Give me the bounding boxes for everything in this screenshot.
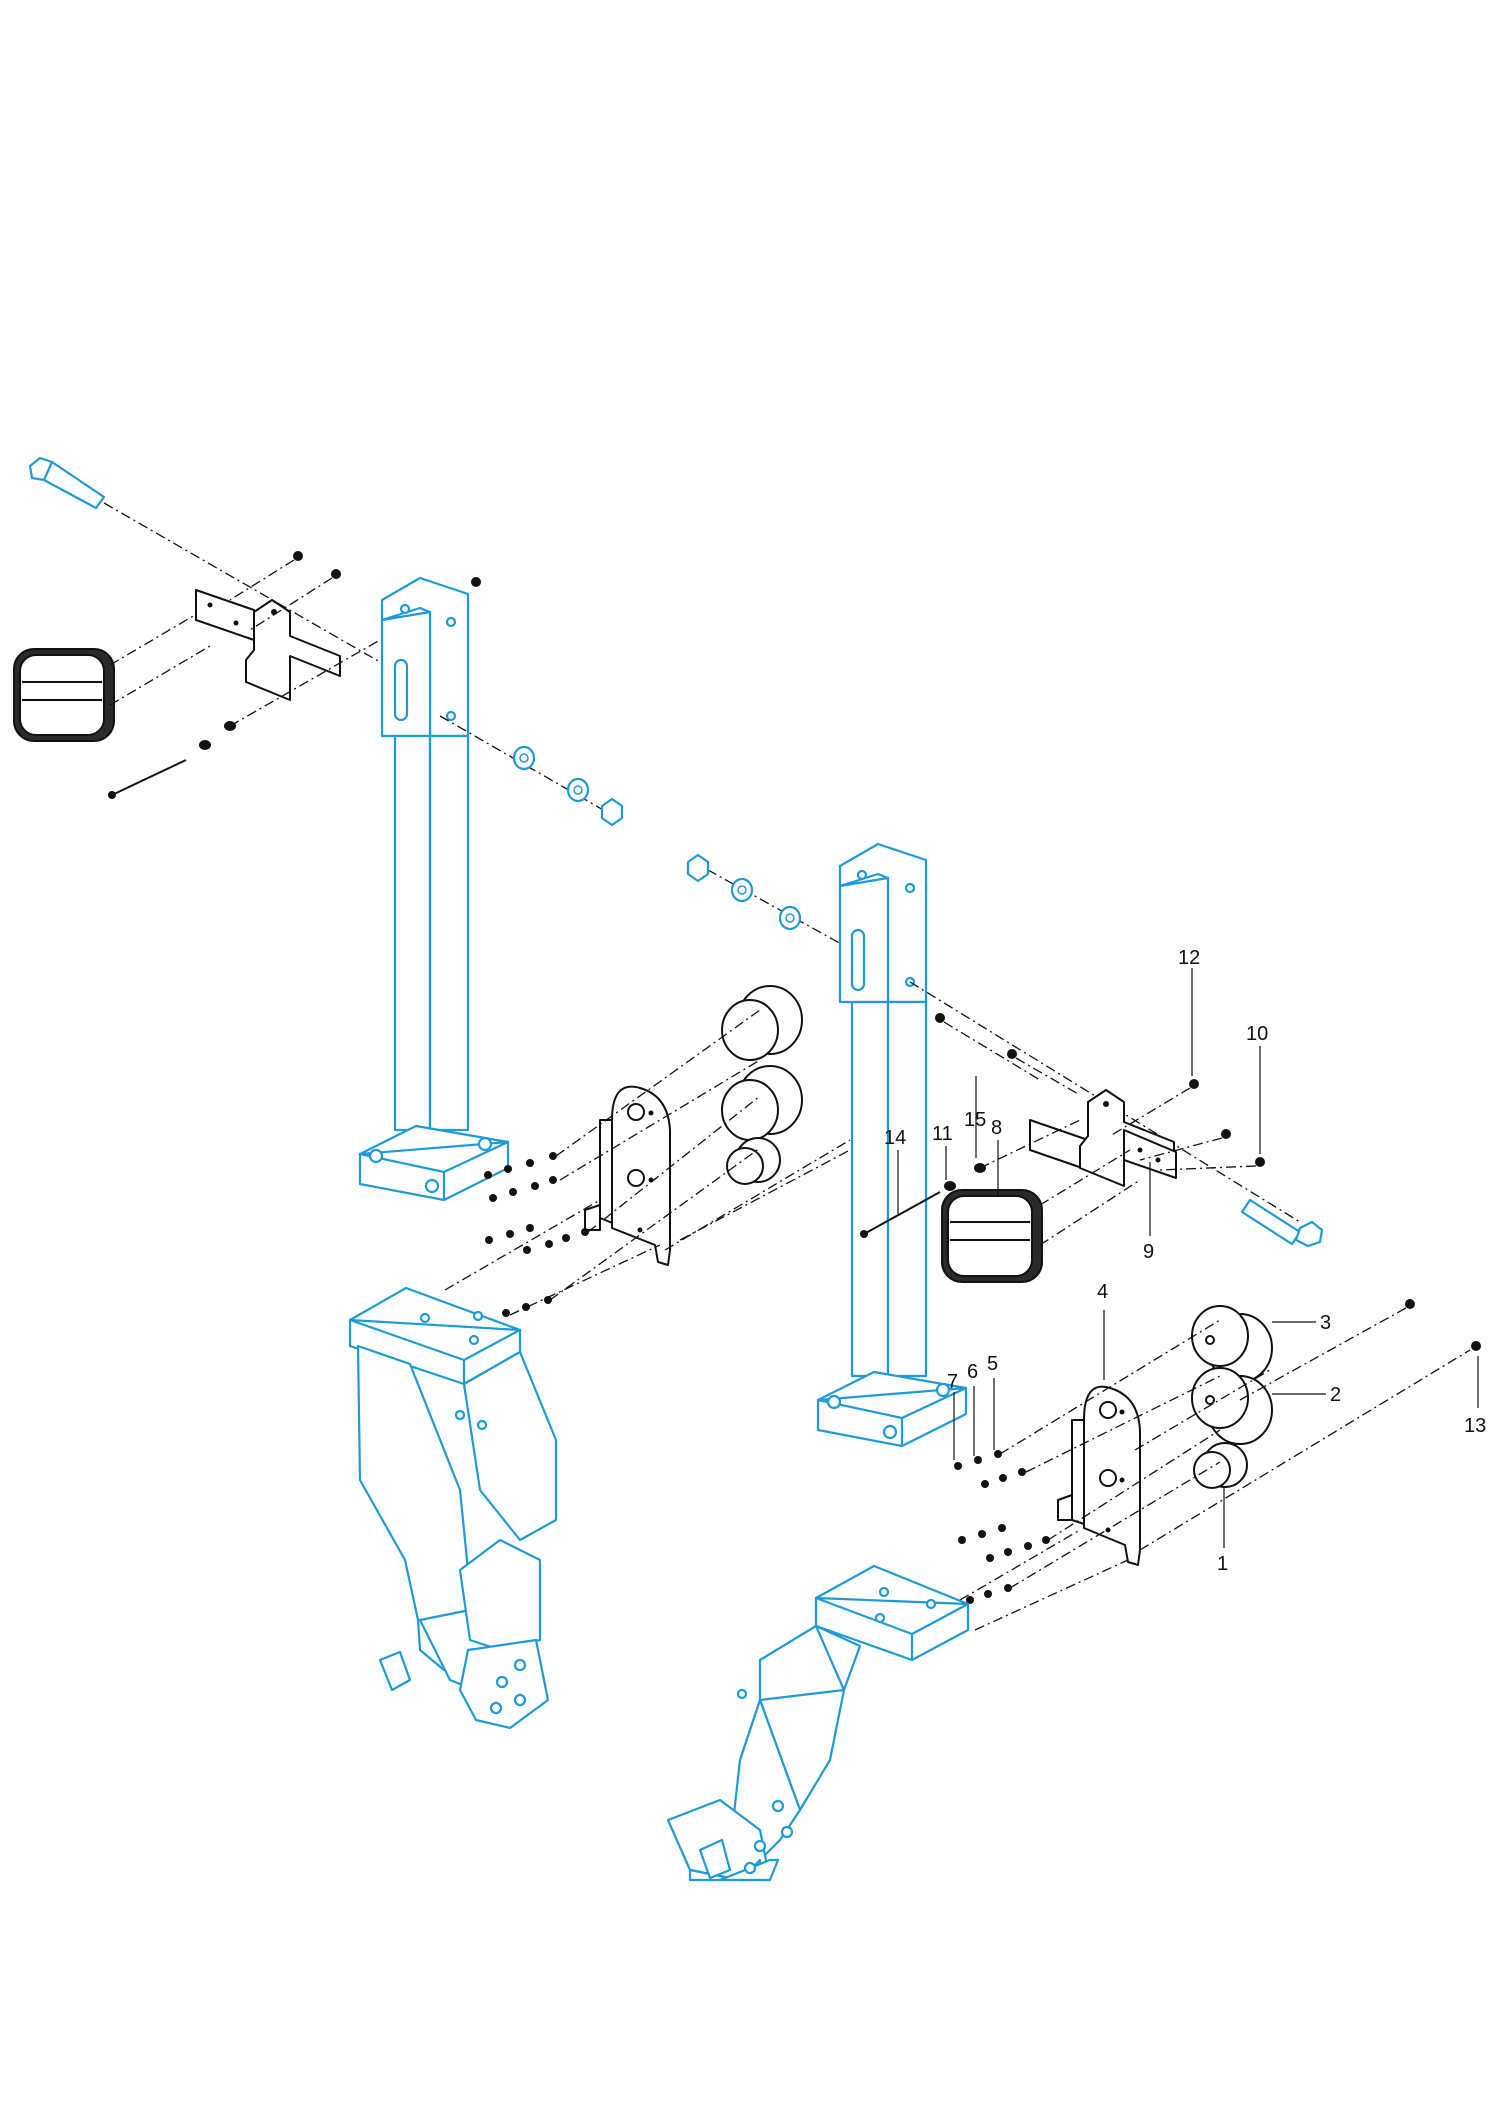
callout-label-3: 3: [1320, 1312, 1331, 1334]
callout-7: 7: [947, 1371, 958, 1460]
long-bolt-right: [1240, 1198, 1324, 1248]
hardware-right: [954, 1450, 1050, 1604]
drum-lamps-middle: [721, 985, 803, 1185]
callout-11: 11: [932, 1123, 953, 1180]
callout-12: 12: [1178, 947, 1200, 1076]
callout-13: 13: [1464, 1356, 1486, 1437]
callout-2: 2: [1272, 1384, 1341, 1406]
frame-bracket-left: [348, 1286, 558, 1730]
callout-label-2: 2: [1330, 1384, 1341, 1406]
callout-label-9: 9: [1143, 1241, 1154, 1263]
callout-15: 15: [964, 1076, 986, 1158]
callout-6: 6: [967, 1361, 978, 1456]
callout-label-6: 6: [967, 1361, 978, 1383]
lamp-left: [13, 648, 115, 742]
plate-right: [1057, 1385, 1141, 1566]
callout-label-1: 1: [1217, 1553, 1228, 1575]
screws-lower-right: [1239, 1299, 1481, 1401]
callout-label-4: 4: [1097, 1281, 1108, 1303]
bracket-left: [195, 589, 341, 701]
callout-label-5: 5: [987, 1353, 998, 1375]
plate-middle: [584, 1085, 671, 1266]
screws-right: [935, 1013, 1265, 1171]
callout-label-10: 10: [1246, 1023, 1268, 1045]
long-screw-left: [108, 721, 236, 799]
callout-8: 8: [991, 1117, 1002, 1196]
lamp-right: [941, 1189, 1043, 1283]
hardware-middle: [484, 1152, 589, 1317]
callout-label-7: 7: [947, 1371, 958, 1393]
callout-10: 10: [1246, 1023, 1268, 1154]
washers-nut-left: [512, 745, 624, 827]
long-bolt-left: [28, 456, 106, 510]
callout-label-8: 8: [991, 1117, 1002, 1139]
washers-nut-right: [686, 853, 802, 931]
post-left: [358, 576, 510, 1202]
screws-left: [229, 551, 481, 631]
callout-label-11: 11: [932, 1123, 953, 1145]
callout-group: 1 2 3 4 5 6 7 8: [884, 947, 1486, 1575]
callout-14: 14: [884, 1127, 906, 1214]
callout-5: 5: [987, 1353, 998, 1450]
callout-3: 3: [1272, 1312, 1331, 1334]
callout-label-15: 15: [964, 1109, 986, 1131]
drum-lamps-right: [1191, 1305, 1273, 1489]
callout-label-13: 13: [1464, 1415, 1486, 1437]
callout-label-14: 14: [884, 1127, 906, 1149]
post-right: [816, 842, 968, 1448]
callout-1: 1: [1217, 1486, 1228, 1575]
callout-9: 9: [1143, 1162, 1154, 1263]
callout-4: 4: [1097, 1281, 1108, 1380]
callout-label-12: 12: [1178, 947, 1200, 969]
bracket-right: [1029, 1089, 1177, 1187]
frame-bracket-right: [666, 1564, 970, 1882]
